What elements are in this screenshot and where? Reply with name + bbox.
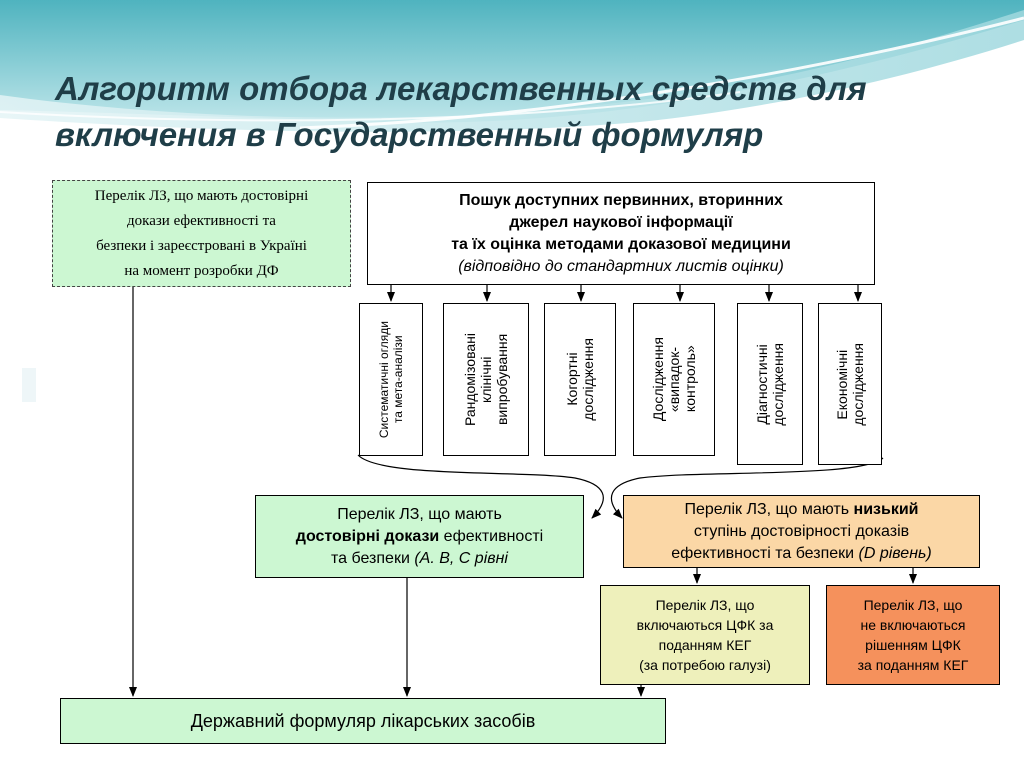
low-evidence-line-3-plain: ефективності та безпеки: [671, 544, 859, 562]
state-formulary-box: Державний формуляр лікарських засобів: [60, 698, 666, 744]
excluded-line-1: Перелік ЛЗ, що: [863, 597, 963, 613]
excluded-line-3: рішенням ЦФК: [865, 637, 961, 653]
low-evidence-box: Перелік ЛЗ, що мають низький ступінь дос…: [623, 495, 980, 568]
study-systematic-line-2: та мета-аналізи: [391, 335, 405, 424]
low-evidence-line-2: ступінь достовірності доказів: [693, 522, 910, 540]
reliable-evidence-line-2: достовірні докази ефективності: [296, 526, 543, 548]
low-evidence-line-1: Перелік ЛЗ, що мають низький: [684, 499, 918, 521]
registered-evidence-line-3: безпеки і зареєстровані в Україні: [96, 237, 307, 254]
study-box-economic: Економічні дослідження: [818, 303, 882, 465]
reliable-evidence-levels: (А. В, С рівні: [414, 549, 508, 567]
excluded-line-4: за поданням КЕГ: [857, 657, 969, 673]
low-evidence-line-3: ефективності та безпеки (D рівень): [671, 543, 932, 565]
study-cohort-line-2: дослідження: [580, 338, 596, 421]
registered-evidence-line-2: докази ефективності та: [127, 212, 276, 229]
registered-evidence-box: Перелік ЛЗ, що мають достовірні докази е…: [52, 180, 351, 287]
study-cohort-line-1: Когортні: [564, 352, 580, 407]
search-sources-box: Пошук доступних первинних, вторинних дже…: [367, 182, 875, 285]
state-formulary-label: Державний формуляр лікарських засобів: [190, 710, 536, 731]
page-title-line-1: Алгоритм отбора лекарственных средств дл…: [55, 70, 867, 107]
search-sources-line-3: та їх оцінка методами доказової медицини: [451, 235, 791, 253]
study-diagnostic-line-2: дослідження: [770, 342, 786, 426]
reliable-evidence-line-1: Перелік ЛЗ, що мають: [337, 505, 502, 523]
study-diagnostic-line-1: Діагностичні: [754, 343, 770, 425]
study-box-diagnostic: Діагностичні дослідження: [737, 303, 803, 465]
study-case-control-line-3: контроль»: [682, 346, 698, 413]
study-case-control-line-1: Дослідження: [650, 337, 666, 422]
excluded-line-2: не включаються: [860, 617, 966, 633]
study-rct-line-1: Рандомізовані: [462, 332, 478, 427]
included-by-cfk-box: Перелік ЛЗ, що включаються ЦФК за поданн…: [600, 585, 810, 685]
included-line-3: поданням КЕГ: [658, 637, 752, 653]
reliable-evidence-box: Перелік ЛЗ, що мають достовірні докази е…: [255, 495, 584, 578]
search-sources-line-1: Пошук доступних первинних, вторинних: [459, 191, 783, 209]
study-box-cohort: Когортні дослідження: [544, 303, 616, 456]
page-title: Алгоритм отбора лекарственных средств дл…: [55, 66, 995, 158]
page-title-line-2: включения в Государственный формуляр: [55, 116, 764, 153]
reliable-evidence-line-3: та безпеки (А. В, С рівні: [331, 548, 508, 570]
study-box-case-control: Дослідження «випадок- контроль»: [633, 303, 715, 456]
low-evidence-line-1-plain: Перелік ЛЗ, що мають: [684, 500, 854, 518]
study-economic-line-2: дослідження: [850, 342, 866, 426]
reliable-evidence-line-2-rest: ефективності: [439, 527, 544, 545]
study-case-control-line-2: «випадок-: [666, 346, 682, 413]
study-rct-line-2: клінічні: [478, 356, 494, 403]
low-evidence-bold: низький: [853, 500, 919, 518]
excluded-by-cfk-box: Перелік ЛЗ, що не включаються рішенням Ц…: [826, 585, 1000, 685]
low-evidence-level: (D рівень): [858, 544, 932, 562]
reliable-evidence-line-3-plain: та безпеки: [331, 549, 415, 567]
reliable-evidence-bold: достовірні докази: [295, 527, 440, 545]
study-rct-line-3: випробування: [494, 333, 510, 426]
study-box-rct: Рандомізовані клінічні випробування: [443, 303, 529, 456]
included-line-1: Перелік ЛЗ, що: [655, 597, 755, 613]
search-sources-line-2: джерел наукової інформації: [509, 213, 733, 231]
registered-evidence-line-4: на момент розробки ДФ: [124, 262, 279, 279]
included-line-4: (за потребою галузі): [639, 657, 771, 673]
study-box-systematic-reviews: Систематичні огляди та мета-аналізи: [359, 303, 423, 456]
included-line-2: включаються ЦФК за: [636, 617, 774, 633]
study-systematic-line-1: Систематичні огляди: [377, 320, 391, 439]
registered-evidence-line-1: Перелік ЛЗ, що мають достовірні: [94, 187, 309, 204]
study-economic-line-1: Економічні: [834, 349, 850, 419]
search-sources-line-4: (відповідно до стандартних листів оцінки…: [458, 257, 784, 275]
